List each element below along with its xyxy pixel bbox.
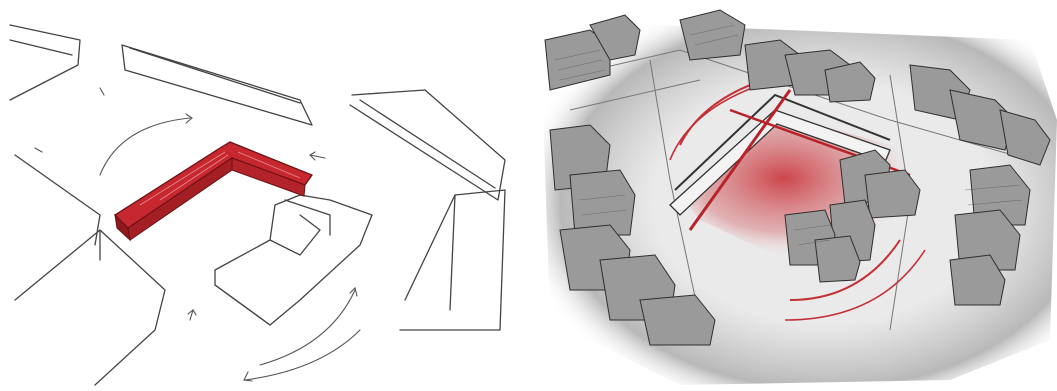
right-sketch <box>530 0 1057 391</box>
slab-top-center <box>122 45 312 125</box>
flow-arrow-1 <box>100 118 190 175</box>
u-building <box>215 195 372 325</box>
left-sketch-panel <box>0 0 530 391</box>
left-sketch <box>0 0 530 391</box>
red-volume-left <box>115 142 312 240</box>
slab-top-left <box>10 25 80 100</box>
flow-arrow-2 <box>260 290 355 365</box>
right-sketch-panel <box>530 0 1057 391</box>
block-bottom-left <box>15 230 165 385</box>
slab-top-right <box>350 90 505 200</box>
